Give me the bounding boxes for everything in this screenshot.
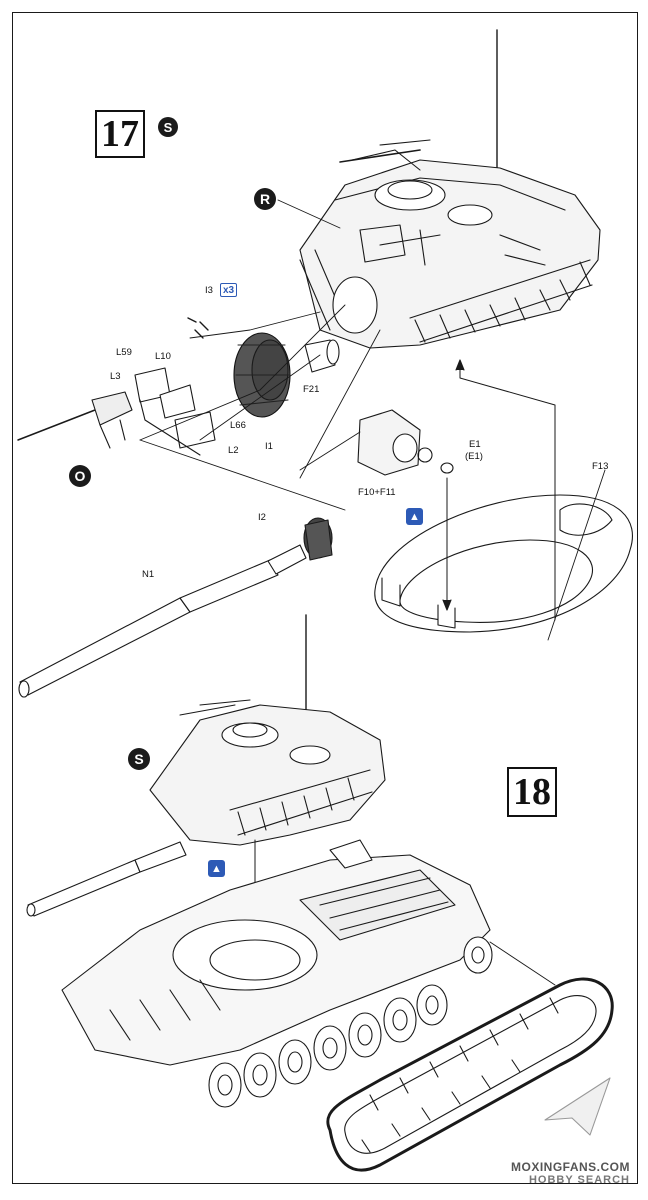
machine-gun-o: [17, 391, 133, 449]
label-l10: L10: [155, 351, 171, 362]
label-n1: N1: [142, 569, 155, 580]
step-number-18: 18: [507, 767, 557, 817]
tank-hull: [61, 839, 491, 1066]
callout-r: R: [254, 188, 276, 210]
barrel-assembled: [26, 841, 187, 917]
label-i3: I3: [205, 285, 213, 296]
part-e1: [440, 462, 454, 474]
watermark-line1: MOXINGFANS.COM: [510, 1160, 630, 1174]
label-i1: I1: [265, 441, 273, 452]
label-f21: F21: [303, 384, 320, 395]
step-number-17: 17: [95, 110, 145, 158]
glue-icon: ▲: [406, 508, 423, 525]
label-l59: L59: [116, 347, 132, 358]
label-f13: F13: [592, 461, 609, 472]
callout-o: O: [69, 465, 91, 487]
label-l66: L66: [230, 420, 246, 431]
barrel-n1: [18, 544, 307, 698]
road-wheels: [208, 936, 493, 1108]
label-e1: E1: [469, 439, 481, 450]
turret-assembled: [149, 699, 386, 846]
glue-icon: ▲: [208, 860, 225, 877]
quantity-badge: x3: [220, 283, 237, 297]
label-e1-alt: (E1): [465, 451, 483, 462]
part-f21: [304, 339, 340, 373]
callout-s-bottom: S: [128, 748, 150, 770]
watermark-logo: [544, 1077, 611, 1136]
watermark-line2: HOBBY SEARCH: [528, 1174, 630, 1186]
part-i2: [303, 517, 333, 561]
turret-r: [299, 139, 601, 349]
mantlet-i1: [233, 332, 291, 418]
part-f10-f11: [357, 409, 433, 476]
watermark: MOXINGFANS.COM HOBBY SEARCH: [511, 1160, 630, 1186]
label-i2: I2: [258, 512, 266, 523]
label-l3: L3: [110, 371, 121, 382]
track-link: [326, 977, 614, 1172]
vision-blocks: [134, 367, 216, 456]
callout-s-top: S: [158, 117, 178, 137]
label-l2: L2: [228, 445, 239, 456]
label-f10-f11: F10+F11: [358, 487, 396, 498]
